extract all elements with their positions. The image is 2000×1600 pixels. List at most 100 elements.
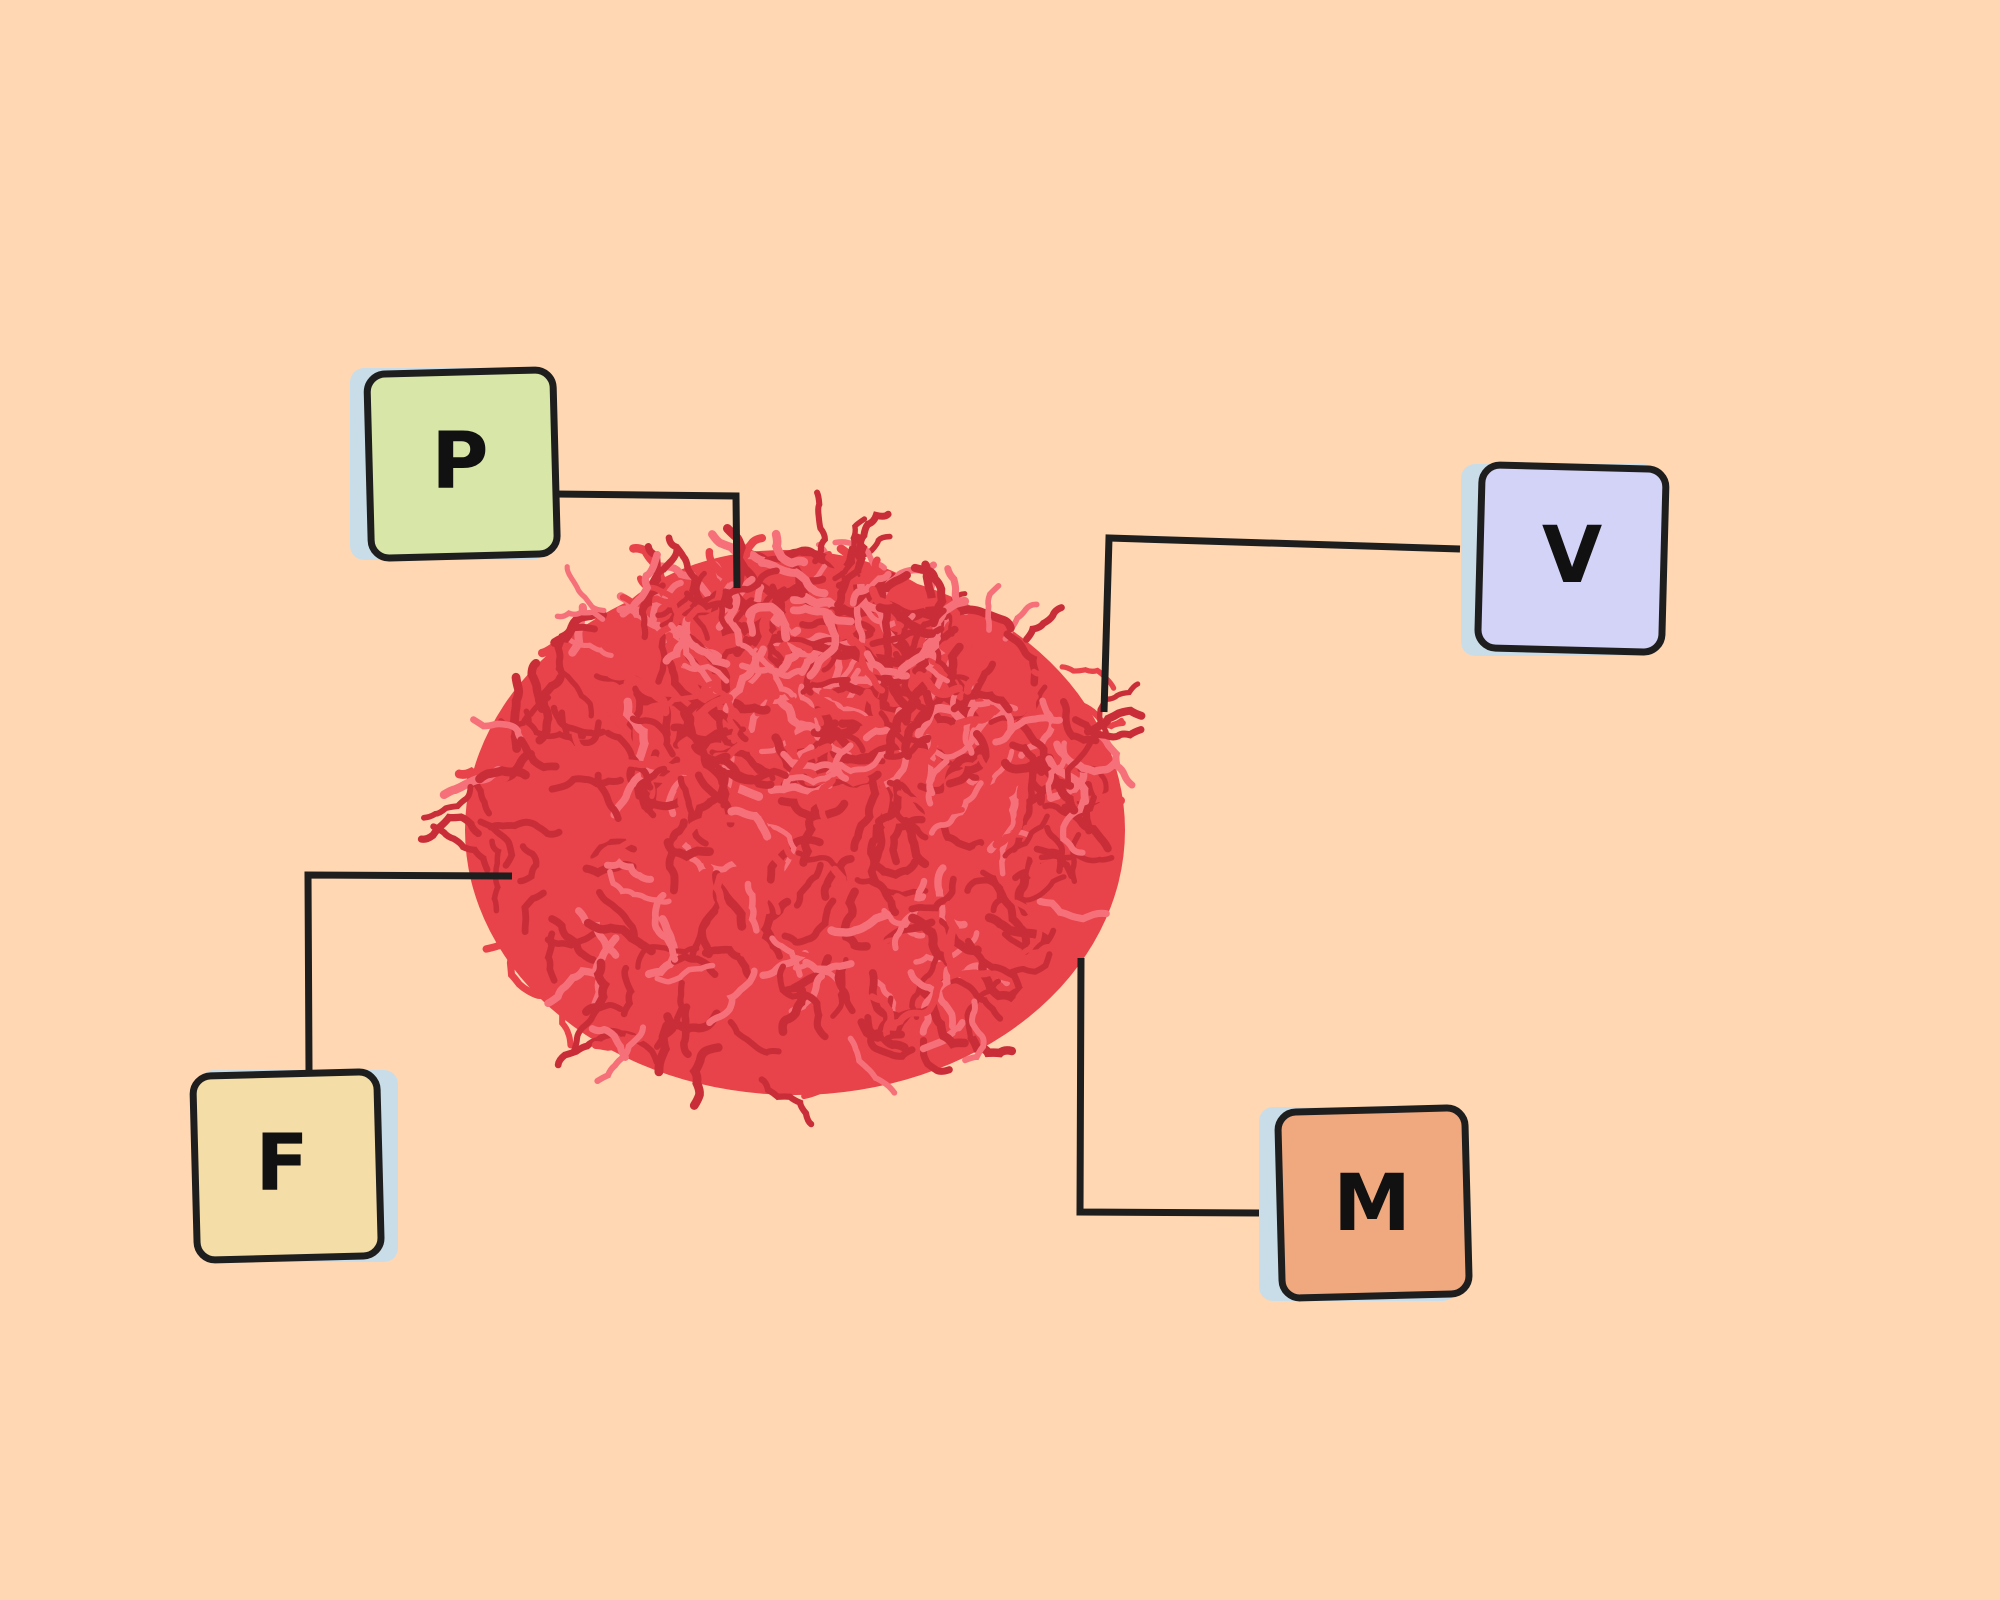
meat-strand (682, 662, 730, 684)
meat-strand (680, 709, 731, 765)
connectors (304, 490, 1461, 1217)
connector-p (554, 490, 741, 589)
meat-strand (1015, 976, 1065, 1002)
tile-p: P (350, 366, 561, 562)
meat-strand (1071, 716, 1145, 741)
meat-strand (680, 1003, 692, 1058)
meat-strand (556, 819, 577, 870)
meat-strand (739, 642, 795, 698)
meat-strand (717, 561, 746, 631)
meat-strand (801, 1048, 856, 1100)
tile-v: V (1461, 461, 1670, 656)
meat-strand (793, 861, 824, 909)
meat-strand (635, 944, 700, 970)
meat-strand (850, 636, 886, 694)
meat-strand (875, 603, 937, 638)
meat-strand (948, 845, 984, 918)
meat-strand (919, 966, 951, 1036)
meat-strand (944, 745, 984, 786)
meat-strand (706, 967, 758, 1027)
tile-m-letter: M (1333, 1159, 1411, 1249)
connector-m (1076, 957, 1261, 1217)
meat-strand (745, 602, 791, 642)
meat-strand (945, 730, 990, 788)
meat-strand (620, 964, 635, 1018)
meat-strand (795, 850, 848, 883)
meat-strand (665, 534, 703, 604)
meat-strand (713, 567, 780, 607)
meat-strand (984, 913, 1050, 943)
meat-strand (866, 936, 916, 955)
tile-p-letter: P (431, 417, 488, 507)
meat-strand (946, 969, 1024, 986)
meat-strand (555, 666, 595, 719)
meat-strand (967, 1033, 1017, 1058)
meat-strand (824, 554, 881, 585)
meat-strand (744, 880, 760, 934)
meat-strand (780, 750, 850, 782)
meat-strand (430, 823, 491, 873)
meat-strand (902, 677, 933, 726)
meat-strand (901, 817, 930, 869)
meat-strand (776, 1016, 840, 1065)
meat-strand (977, 754, 994, 816)
meat-strand (670, 723, 721, 744)
meat-strand (604, 858, 655, 883)
meat-strand (897, 634, 941, 674)
meat-strand (554, 609, 606, 622)
meat-strand (715, 764, 789, 785)
meat-strand (1036, 897, 1110, 923)
meat-strand (910, 563, 947, 628)
meat-strand (1064, 739, 1094, 786)
meat-strand (689, 570, 710, 641)
meat-strand (769, 935, 803, 978)
meat-strand (863, 650, 910, 680)
meat-strand (571, 1001, 624, 1053)
meat-strand (583, 918, 656, 956)
meat-strand (727, 806, 772, 841)
meat-strand (827, 910, 892, 937)
meat-strand (908, 913, 953, 967)
meat-strand (988, 786, 1012, 849)
meat-strand (867, 844, 900, 917)
meat-strand (878, 710, 931, 745)
meat-strand (784, 690, 825, 727)
meat-strand (730, 823, 795, 860)
meat-strand (943, 900, 960, 979)
meat-strand (665, 818, 688, 895)
meat-strand (654, 1021, 672, 1077)
meat-strand (787, 770, 839, 786)
meat-strand (915, 671, 963, 699)
meat-strand (962, 998, 987, 1064)
meat-strand (594, 771, 622, 822)
meat-strand (915, 727, 946, 776)
meat-strand (588, 1025, 629, 1061)
meat-strand (475, 766, 530, 784)
meat-strand (818, 730, 866, 754)
tile-v-box (1474, 461, 1670, 656)
meat-strand (548, 775, 624, 793)
meat-strand (802, 958, 855, 973)
meat-strand (1023, 604, 1065, 643)
meat-strand (816, 719, 840, 771)
meat-strand (777, 797, 849, 822)
meat-strand (564, 635, 614, 658)
meat-strand (662, 616, 691, 665)
tile-m: M (1259, 1104, 1473, 1302)
meat-strand (812, 489, 828, 565)
meat-strand (604, 729, 654, 791)
meat-strand (1002, 813, 1050, 859)
connector-v (1100, 534, 1461, 713)
meat-strand (867, 837, 919, 879)
meat-strand (775, 694, 817, 733)
meat-strand (798, 683, 821, 732)
meat-strand (832, 516, 868, 582)
tile-m-box (1274, 1104, 1473, 1302)
meat-strand (980, 692, 1015, 735)
connector-f (304, 871, 513, 1071)
meat-strand (720, 753, 764, 801)
meat-strand (758, 1076, 815, 1128)
meat-strand (819, 688, 872, 707)
meat-strand (629, 715, 676, 758)
